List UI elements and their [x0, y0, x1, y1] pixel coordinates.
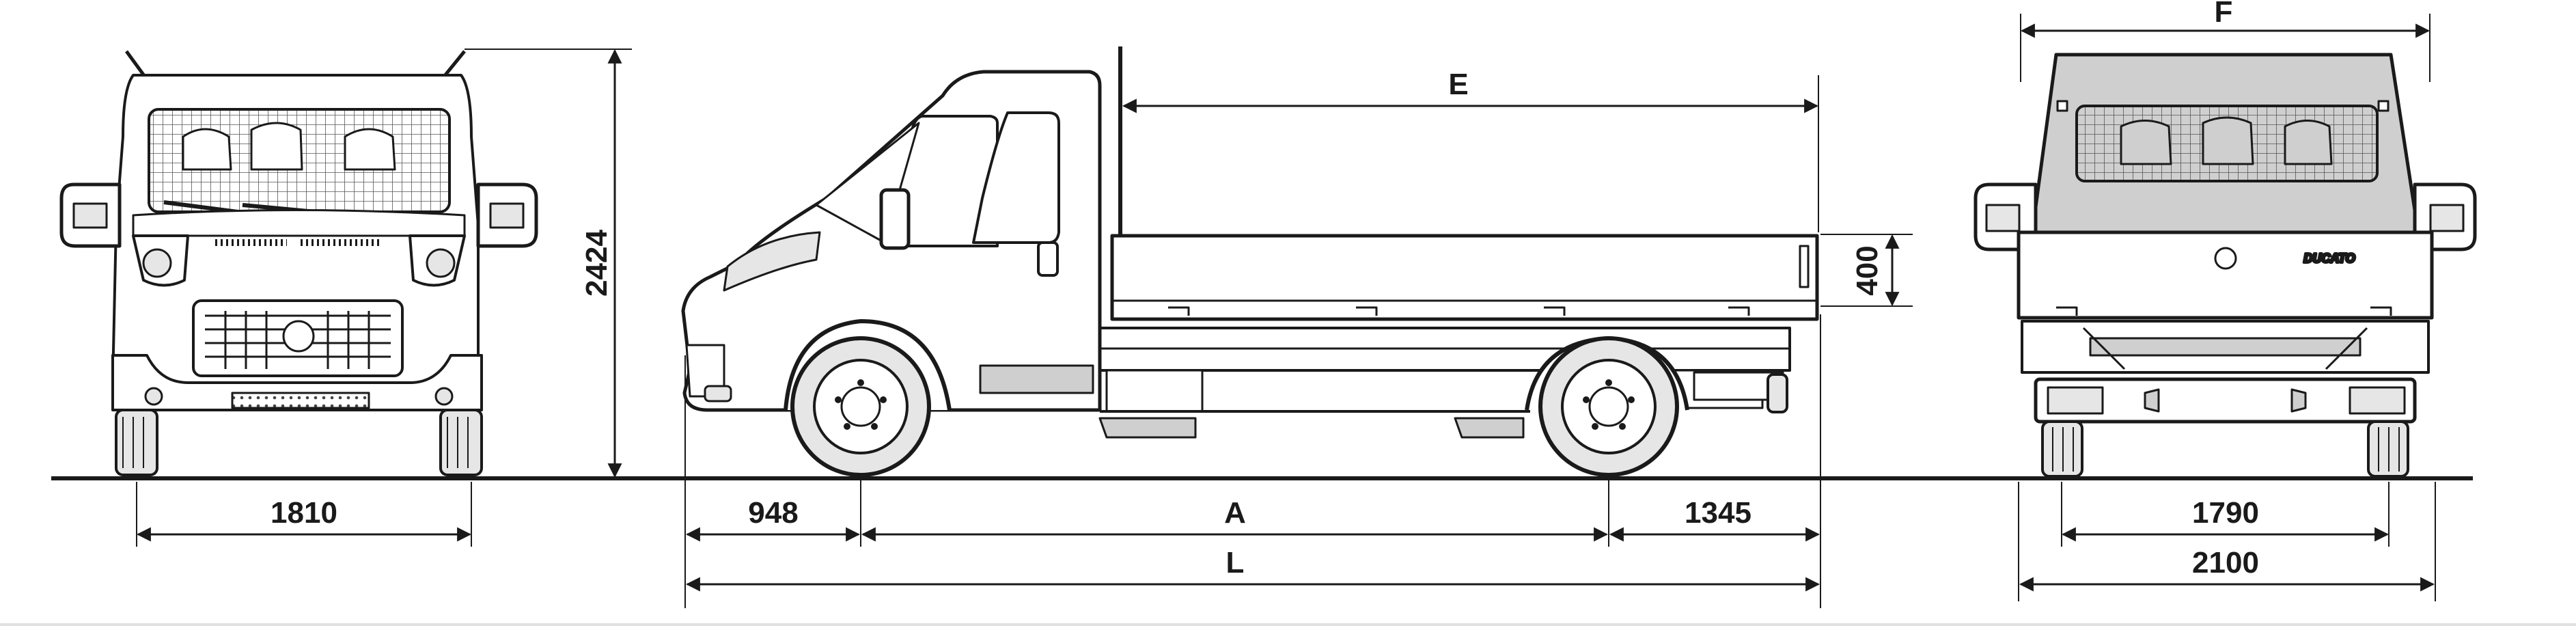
front-track-label: 1810 [271, 496, 337, 530]
overall-width-label: 2100 [2192, 546, 2259, 579]
front-track-dimension: 1810 [136, 482, 472, 547]
side-view [681, 46, 1819, 477]
height-dimension: 2424 [465, 49, 632, 478]
platform-width-label: F [2215, 0, 2233, 29]
rear-overhang-label: 1345 [1685, 496, 1751, 530]
front-overhang-label: 948 [748, 496, 798, 530]
length-dimensions [684, 314, 1821, 608]
rear-view: DUCATO [1973, 53, 2477, 478]
side-height-label: 400 [1851, 245, 1884, 295]
platform-length-label: E [1448, 68, 1468, 101]
overall-length-label: L [1226, 546, 1245, 579]
height-label: 2424 [580, 230, 613, 297]
front-view [59, 50, 538, 476]
rear-width-dimensions [2018, 482, 2436, 601]
platform-length-dimension: E [1122, 68, 1819, 232]
wheelbase-label: A [1224, 496, 1246, 530]
side-height-dimension: 400 [1820, 234, 1913, 307]
rear-track-label: 1790 [2192, 496, 2259, 530]
platform-width-dimension: F [2020, 0, 2430, 82]
model-badge: DUCATO [2303, 251, 2355, 265]
